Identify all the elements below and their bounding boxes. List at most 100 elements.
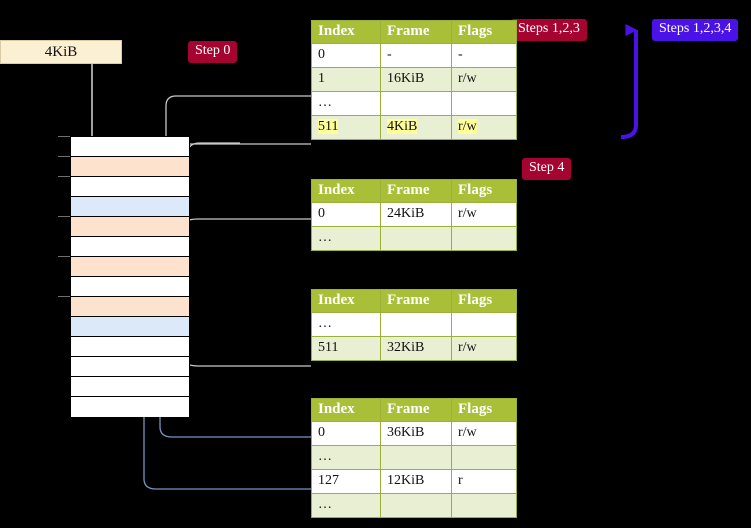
wire-pt-0-to-memory — [152, 325, 311, 438]
table-cell: 511 — [311, 115, 381, 140]
table-row: … — [311, 445, 517, 470]
table-row: … — [311, 226, 517, 251]
badge-step-0-label: Step 0 — [195, 43, 231, 59]
column-header-frame: Frame — [380, 289, 452, 313]
table-cell: r/w — [451, 67, 517, 92]
table-cell — [451, 445, 517, 470]
column-header-flags: Flags — [451, 398, 517, 422]
memory-row — [71, 277, 189, 297]
table-cell — [380, 445, 452, 470]
table-cell: - — [451, 43, 517, 68]
table-cell: 1 — [311, 67, 381, 92]
memory-row — [71, 317, 189, 337]
table-row: 511 4KiB r/w — [311, 115, 517, 140]
wire-pt-127-to-memory — [136, 210, 311, 490]
table-cell: … — [311, 226, 381, 251]
wire-right-into-row2 — [186, 144, 311, 154]
table-cell: r — [451, 469, 517, 494]
column-header-flags: Flags — [451, 20, 517, 44]
column-header-frame: Frame — [380, 398, 452, 422]
table-cell — [451, 226, 517, 251]
memory-row — [71, 217, 189, 237]
highlighted-value: r/w — [458, 119, 477, 134]
memory-row — [71, 197, 189, 217]
highlighted-value: 511 — [318, 119, 339, 134]
column-header-frame: Frame — [380, 179, 452, 203]
memory-row-tick — [58, 256, 70, 257]
memory-row-tick — [58, 176, 70, 177]
table-cell — [451, 91, 517, 116]
memory-row — [71, 357, 189, 377]
memory-row — [71, 377, 189, 397]
size-box-label: 4KiB — [44, 43, 78, 60]
memory-row — [71, 297, 189, 317]
memory-row — [71, 137, 189, 157]
wire-pd-511-to-memory — [173, 312, 311, 367]
table-cell — [380, 91, 452, 116]
memory-row — [71, 397, 189, 417]
table-cell: r/w — [451, 421, 517, 446]
table-cell — [380, 226, 452, 251]
table-cell: … — [311, 91, 381, 116]
memory-row — [71, 337, 189, 357]
memory-row-tick — [58, 216, 70, 217]
table-cell: … — [311, 445, 381, 470]
table-cell: 0 — [311, 202, 381, 227]
table-row: … — [311, 312, 517, 337]
badge-steps-123: Steps 1,2,3 — [511, 19, 587, 41]
column-header-index: Index — [311, 289, 381, 313]
table-row: … — [311, 91, 517, 116]
table-row: … — [311, 493, 517, 518]
column-header-index: Index — [311, 20, 381, 44]
highlighted-value: 4KiB — [387, 119, 418, 134]
memory-row-tick — [58, 296, 70, 297]
table-cell: 511 — [311, 336, 381, 361]
badge-step-4-label: Step 4 — [529, 160, 565, 176]
memory-row — [71, 177, 189, 197]
column-header-frame: Frame — [380, 20, 452, 44]
size-box-4kib: 4KiB — [0, 40, 122, 64]
table-cell: … — [311, 493, 381, 518]
column-header-index: Index — [311, 398, 381, 422]
table-cell: 36KiB — [380, 421, 452, 446]
table-cell: 4KiB — [380, 115, 452, 140]
badge-steps-1234: Steps 1,2,3,4 — [652, 19, 739, 41]
column-header-index: Index — [311, 179, 381, 203]
table-cell: 16KiB — [380, 67, 452, 92]
table-cell: r/w — [451, 336, 517, 361]
badge-steps-1234-label: Steps 1,2,3,4 — [659, 21, 732, 37]
table-row: 0-- — [311, 43, 517, 68]
table-cell — [451, 312, 517, 337]
table-cell: 24KiB — [380, 202, 452, 227]
memory-row — [71, 157, 189, 177]
badge-step-4: Step 4 — [522, 158, 572, 180]
column-header-flags: Flags — [451, 179, 517, 203]
table-cell: r/w — [451, 115, 517, 140]
table-cell: 0 — [311, 43, 381, 68]
memory-row-tick — [58, 136, 70, 137]
wire-pdpt-0-to-memory — [173, 218, 311, 232]
badge-steps-123-label: Steps 1,2,3 — [518, 21, 580, 37]
table-cell: … — [311, 312, 381, 337]
column-header-flags: Flags — [451, 289, 517, 313]
memory-row — [71, 237, 189, 257]
table-cell — [380, 312, 452, 337]
wire-steps-bracket — [620, 24, 638, 139]
memory-row — [71, 257, 189, 277]
table-cell — [451, 493, 517, 518]
table-cell — [380, 493, 452, 518]
table-cell: 32KiB — [380, 336, 452, 361]
table-cell: 0 — [311, 421, 381, 446]
table-cell: 127 — [311, 469, 381, 494]
table-cell: 12KiB — [380, 469, 452, 494]
